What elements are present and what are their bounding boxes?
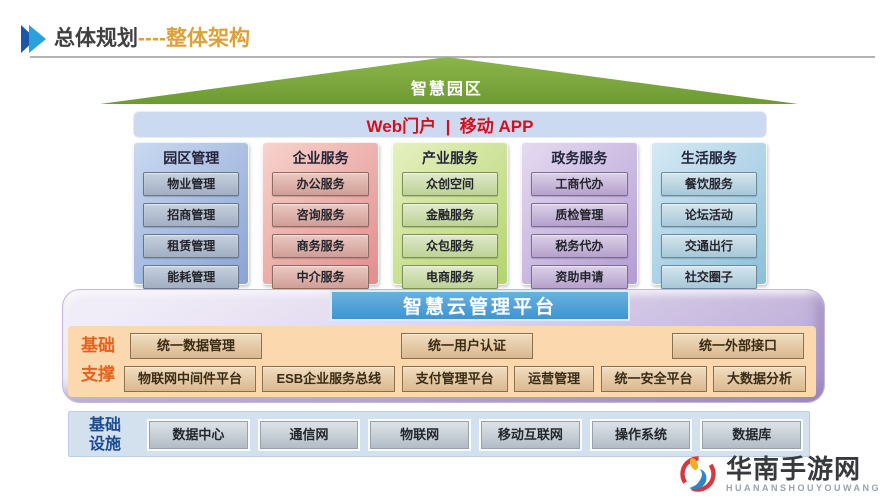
infrastructure-panel: 基础 设施 数据中心通信网物联网移动互联网操作系统数据库 (68, 411, 810, 457)
service-column: 产业服务众创空间金融服务众包服务电商服务 (391, 142, 509, 289)
service-column-title: 政务服务 (551, 150, 608, 166)
service-item: 金融服务 (401, 203, 499, 227)
roof-banner: 智慧园区 (100, 57, 798, 104)
support-box: 运营管理 (514, 366, 595, 392)
service-item: 众创空间 (401, 172, 499, 196)
portal-label: Web门户 | 移动 APP (366, 117, 534, 136)
service-column-title: 园区管理 (163, 150, 220, 166)
page-title-sub: 整体架构 (165, 27, 250, 50)
service-column-items: 工商代办质检管理税务代办资助申请 (531, 172, 628, 289)
infra-box: 操作系统 (591, 421, 691, 449)
page-title-main: 总体规划 (54, 27, 138, 50)
infra-box: 物联网 (370, 421, 470, 449)
infra-box: 移动互联网 (481, 421, 580, 449)
support-box: 统一数据管理 (130, 333, 262, 359)
page-title-dashes: ---- (138, 27, 166, 50)
service-column: 园区管理物业管理招商管理租赁管理能耗管理 (133, 142, 250, 289)
service-column-title: 企业服务 (292, 150, 349, 166)
cloud-platform-bar: 智慧云管理平台 (330, 290, 630, 321)
service-item: 咨询服务 (272, 203, 369, 227)
service-item: 众包服务 (401, 234, 499, 258)
service-item: 工商代办 (531, 172, 628, 196)
logo-name: 华南手游网 (726, 454, 862, 484)
service-item: 办公服务 (272, 172, 369, 196)
service-column: 政务服务工商代办质检管理税务代办资助申请 (521, 142, 638, 289)
service-item: 质检管理 (531, 203, 628, 227)
support-box: 大数据分析 (712, 366, 806, 392)
service-item: 税务代办 (531, 234, 628, 258)
service-column-items: 餐饮服务论坛活动交通出行社交圈子 (660, 172, 758, 289)
page-title: 总体规划----整体架构 (54, 24, 250, 54)
support-box: 统一外部接口 (672, 333, 804, 359)
service-item: 社交圈子 (660, 265, 758, 289)
support-box: ESB企业服务总线 (262, 366, 396, 392)
roof-label: 智慧园区 (410, 81, 483, 98)
service-column: 生活服务餐饮服务论坛活动交通出行社交圈子 (650, 142, 768, 289)
double-chevron-icon (21, 25, 46, 53)
logo-subtext: HUANANSHOUYOUWANG (726, 483, 881, 493)
service-item: 租赁管理 (143, 234, 240, 258)
support-row-top: 统一数据管理 统一用户认证 统一外部接口 (130, 333, 804, 359)
logo-text: 华南手游网 HUANANSHOUYOUWANG (726, 455, 881, 493)
support-box: 支付管理平台 (401, 366, 508, 392)
service-column: 企业服务办公服务咨询服务商务服务中介服务 (262, 142, 379, 289)
support-box: 物联网中间件平台 (124, 366, 257, 392)
service-column-items: 物业管理招商管理租赁管理能耗管理 (143, 172, 240, 289)
infra-box: 数据库 (702, 421, 802, 449)
service-item: 能耗管理 (143, 265, 240, 289)
title-underline (30, 56, 875, 58)
support-box: 统一用户认证 (401, 333, 533, 359)
support-box: 统一安全平台 (600, 366, 707, 392)
service-item: 资助申请 (531, 265, 628, 289)
service-column-items: 众创空间金融服务众包服务电商服务 (401, 172, 499, 289)
service-item: 电商服务 (401, 265, 499, 289)
cloud-platform-label: 智慧云管理平台 (402, 297, 557, 318)
service-item: 交通出行 (660, 234, 758, 258)
service-item: 论坛活动 (660, 203, 758, 227)
service-item: 商务服务 (272, 234, 369, 258)
infrastructure-boxes: 数据中心通信网物联网移动互联网操作系统数据库 (149, 421, 802, 449)
service-item: 招商管理 (143, 203, 240, 227)
service-item: 餐饮服务 (660, 172, 758, 196)
watermark-logo: 华南手游网 HUANANSHOUYOUWANG (678, 452, 881, 496)
service-item: 中介服务 (272, 265, 369, 289)
service-column-items: 办公服务咨询服务商务服务中介服务 (272, 172, 369, 289)
service-item: 物业管理 (143, 172, 240, 196)
infra-box: 数据中心 (149, 421, 248, 449)
support-label: 基础 支撑 (81, 336, 115, 384)
infra-box: 通信网 (259, 421, 359, 449)
service-column-title: 生活服务 (680, 150, 737, 166)
infrastructure-label: 基础 设施 (88, 417, 121, 453)
portal-bar: Web门户 | 移动 APP (133, 111, 767, 138)
logo-swirl-icon (680, 456, 716, 492)
service-column-title: 产业服务 (422, 150, 479, 166)
service-columns: 园区管理物业管理招商管理租赁管理能耗管理企业服务办公服务咨询服务商务服务中介服务… (133, 142, 768, 289)
